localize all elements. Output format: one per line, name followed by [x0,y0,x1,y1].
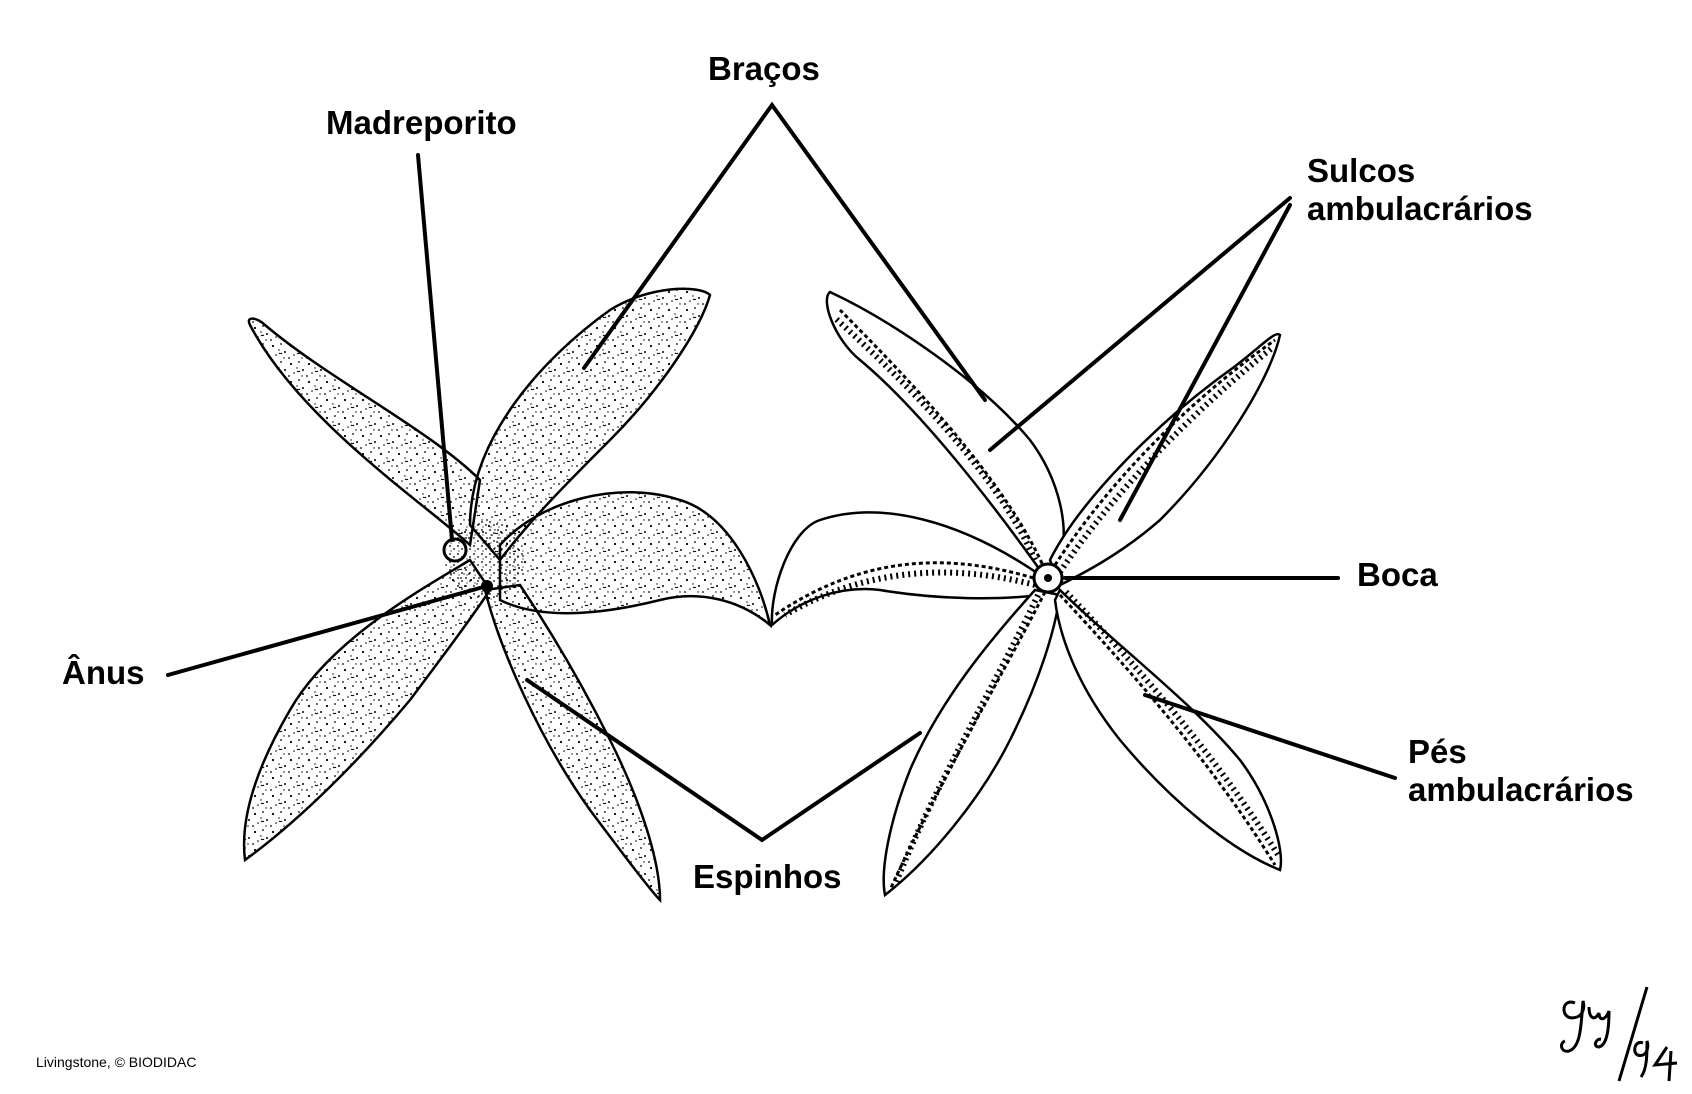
aboral-arm-lower-left [242,558,492,863]
oral-arm-upper-right [1048,332,1282,587]
leader-sulcos-1 [988,196,1292,452]
oral-starfish [770,290,1283,898]
madreporite-marker [442,537,468,563]
credit-line: Livingstone, © BIODIDAC [36,1054,197,1070]
leader-anus [166,584,489,677]
oral-arm-lower-left [882,588,1062,898]
aboral-arm-lower-right [483,583,662,904]
artist-signature [1560,986,1678,1082]
leader-bracos [582,101,987,402]
leader-madreporito [416,153,454,542]
aboral-central-disc [445,520,525,600]
label-sulcos-line2: ambulacrários [1307,189,1533,227]
leader-pes [1143,693,1397,780]
leader-sulcos-2 [1118,203,1292,522]
label-pes: Pés ambulacrários [1408,733,1634,809]
aboral-arm-upper [468,287,712,562]
label-anus: Ânus [62,654,145,691]
label-sulcos: Sulcos ambulacrários [1307,152,1533,228]
aboral-starfish [242,287,773,904]
leader-espinhos [525,678,922,843]
aboral-arm-right [498,490,773,629]
label-bracos: Braços [708,50,820,87]
label-madreporito: Madreporito [326,104,517,141]
label-sulcos-line1: Sulcos [1307,152,1416,189]
label-boca: Boca [1357,556,1438,593]
oral-arm-left [770,511,1042,628]
label-pes-line2: ambulacrários [1408,770,1634,808]
aboral-arm-upper-left [247,317,482,548]
leader-lines [166,101,1397,843]
label-espinhos: Espinhos [693,858,842,895]
oral-arm-lower-right [1053,587,1283,872]
label-pes-line1: Pés [1408,733,1467,770]
